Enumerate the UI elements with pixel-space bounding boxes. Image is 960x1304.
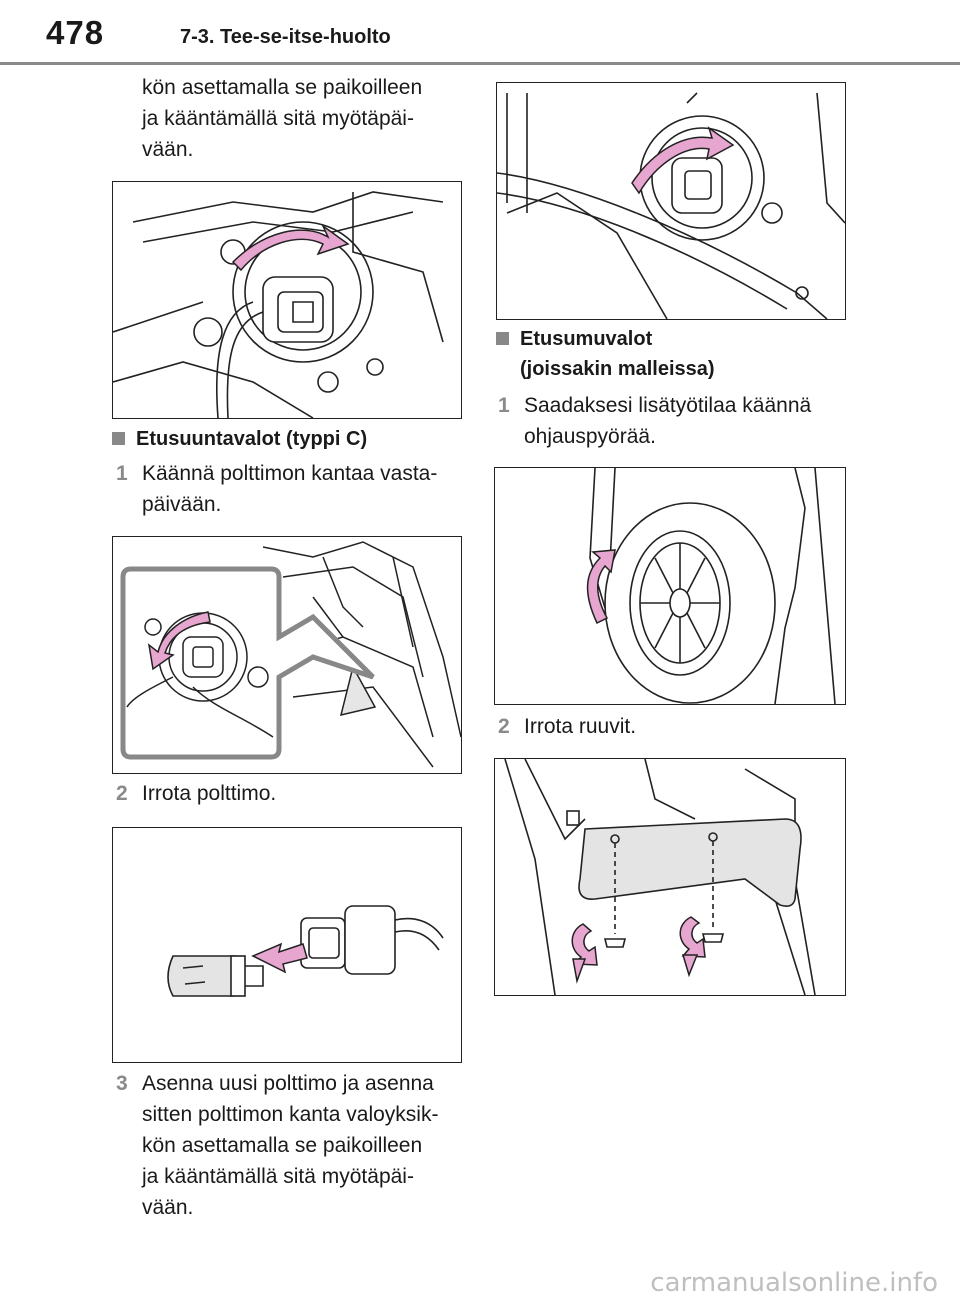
bulb-illustration	[167, 905, 444, 997]
arrow-icon	[631, 126, 735, 195]
heading-type-c: Etusuuntavalot (typpi C)	[112, 424, 367, 454]
arrow-icon	[572, 958, 587, 984]
intro-text: kön asettamalla se paikoilleen ja kääntä…	[142, 72, 422, 165]
heading-text: Etusuuntavalot (typpi C)	[136, 428, 368, 450]
headlight-illustration	[120, 541, 461, 768]
text-line: kön asettamalla se paikoilleen	[142, 76, 423, 99]
heading-text: Etusumuvalot	[520, 328, 653, 350]
text-line: kön asettamalla se paikoilleen	[142, 1134, 423, 1157]
left-step-3: 3 Asenna uusi polttimo ja asenna sitten …	[112, 1068, 438, 1223]
text-line: ohjauspyörää.	[524, 425, 656, 448]
arrow-icon	[571, 923, 598, 966]
bullet-square-icon	[496, 332, 509, 345]
socket-right-illustration	[497, 92, 845, 319]
heading-fog-lights: Etusumuvalot (joissakin malleissa)	[496, 324, 715, 384]
text-line: ja kääntämällä sitä myötäpäi-	[142, 1165, 414, 1188]
arrow-icon	[147, 611, 211, 671]
text-line: Käännä polttimon kantaa vasta-	[142, 462, 438, 485]
header-rule	[0, 62, 960, 65]
text-line: vään.	[142, 1196, 194, 1219]
figure-socket-clockwise	[112, 181, 462, 419]
arrow-icon	[679, 916, 706, 958]
figure-bulb-removal	[112, 827, 462, 1063]
step-number: 3	[116, 1072, 128, 1095]
figure-wheel-turn	[494, 467, 846, 705]
step-number: 1	[116, 462, 128, 485]
arrow-icon	[681, 954, 699, 978]
text-line: sitten polttimon kanta valoyksik-	[142, 1103, 439, 1126]
heading-subtext: (joissakin malleissa)	[520, 358, 715, 380]
step-number: 1	[498, 394, 510, 417]
figure-remove-screws	[494, 758, 846, 996]
text-line: Asenna uusi polttimo ja asenna	[142, 1072, 434, 1095]
text-line: vään.	[142, 138, 194, 161]
bullet-square-icon	[112, 432, 125, 445]
wheel-illustration	[586, 468, 836, 704]
left-step-1: 1 Käännä polttimon kantaa vasta- päivään…	[112, 458, 437, 520]
page-header: 478 7-3. Tee-se-itse-huolto	[0, 0, 960, 65]
left-step-2: 2 Irrota polttimo.	[112, 778, 276, 809]
figure-headlight-callout	[112, 536, 462, 774]
section-title: 7-3. Tee-se-itse-huolto	[180, 26, 391, 48]
step-number: 2	[116, 782, 128, 805]
watermark: carmanualsonline.info	[650, 1268, 938, 1298]
text-line: Saadaksesi lisätyötilaa käännä	[524, 394, 812, 417]
text-line: Irrota polttimo.	[142, 782, 277, 805]
right-step-1: 1 Saadaksesi lisätyötilaa käännä ohjausp…	[494, 390, 811, 452]
text-line: päivään.	[142, 493, 222, 516]
arrow-icon	[586, 549, 616, 625]
figure-socket-right	[496, 82, 846, 320]
text-line: ja kääntämällä sitä myötäpäi-	[142, 107, 414, 130]
step-number: 2	[498, 715, 510, 738]
text-line: Irrota ruuvit.	[524, 715, 637, 738]
screws-illustration	[504, 759, 816, 995]
right-step-2: 2 Irrota ruuvit.	[494, 711, 636, 742]
arrow-icon	[231, 223, 350, 272]
arrow-icon	[251, 942, 308, 974]
page-number: 478	[46, 14, 105, 51]
socket-illustration	[113, 191, 444, 418]
